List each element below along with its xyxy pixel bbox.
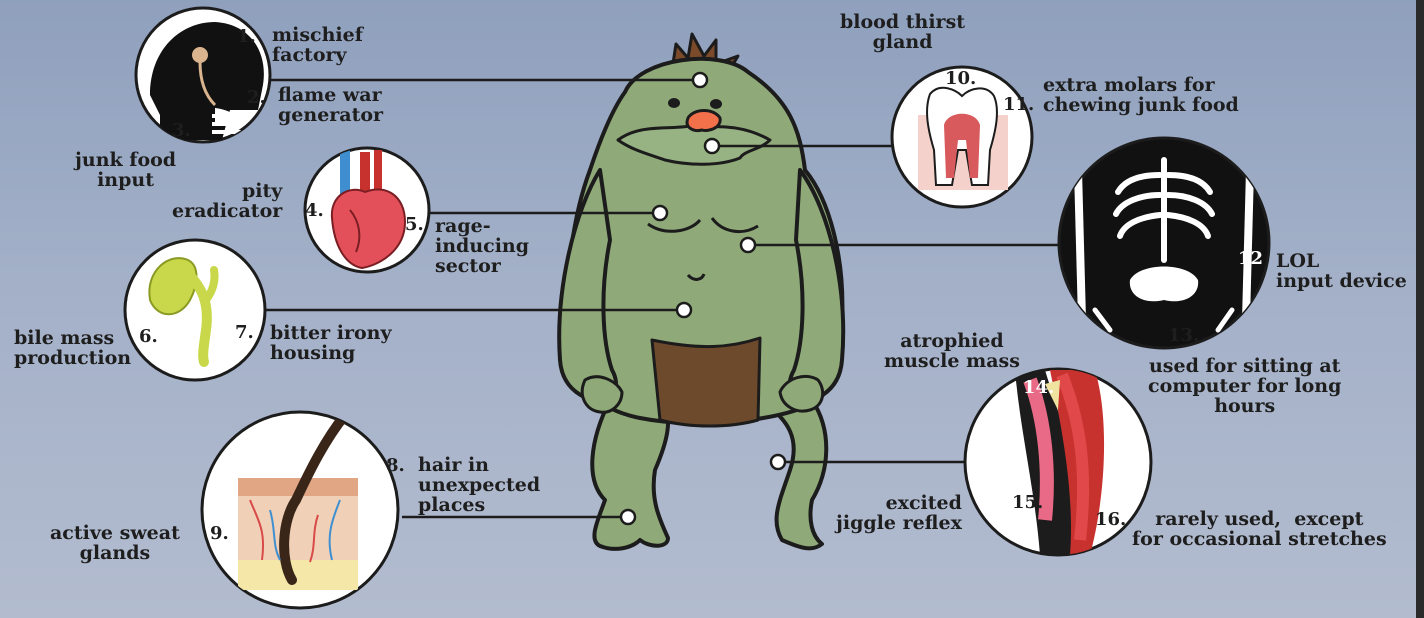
number-3: 3. bbox=[172, 120, 191, 141]
number-15: 15. bbox=[1012, 492, 1043, 513]
number-16: 16. bbox=[1095, 509, 1126, 530]
label-junk-food-input: junk food input bbox=[75, 150, 176, 190]
label-used-for-sitting: used for sitting at computer for long ho… bbox=[1148, 356, 1341, 416]
label-bile-mass-production: bile mass production bbox=[14, 328, 131, 368]
label-lol-input-device: LOL input device bbox=[1276, 251, 1407, 291]
number-12: 12 bbox=[1238, 248, 1263, 269]
label-extra-molars: extra molars for chewing junk food bbox=[1043, 75, 1239, 115]
label-rarely-used: rarely used, except for occasional stret… bbox=[1132, 509, 1387, 549]
right-frame-border bbox=[1416, 0, 1424, 618]
number-9: 9. bbox=[210, 523, 229, 544]
label-hair-in-unexpected-places: hair in unexpected places bbox=[418, 455, 540, 515]
label-mischief-factory: mischief factory bbox=[272, 25, 363, 65]
label-active-sweat-glands: active sweat glands bbox=[50, 523, 180, 563]
number-6: 6. bbox=[139, 326, 158, 347]
xray-circle bbox=[1059, 138, 1269, 348]
number-14: 14. bbox=[1023, 377, 1054, 398]
troll-right-eye bbox=[710, 99, 722, 109]
number-2: 2. bbox=[247, 87, 266, 108]
number-4: 4. bbox=[305, 200, 324, 221]
troll-nose bbox=[687, 111, 720, 131]
label-pity-eradicator: pity eradicator bbox=[172, 181, 282, 221]
label-bitter-irony-housing: bitter irony housing bbox=[270, 323, 392, 363]
gallbladder-circle bbox=[125, 240, 265, 380]
number-11: 11. bbox=[1003, 94, 1034, 115]
troll-loincloth bbox=[652, 338, 760, 426]
number-7: 7. bbox=[235, 322, 254, 343]
troll-right-leg bbox=[760, 400, 826, 548]
number-10: 10. bbox=[945, 68, 976, 89]
label-excited-jiggle-reflex: excited jiggle reflex bbox=[836, 493, 962, 533]
label-atrophied-muscle-mass: atrophied muscle mass bbox=[884, 331, 1020, 371]
number-1: 1. bbox=[237, 26, 256, 47]
number-8: 8. bbox=[386, 455, 405, 476]
number-5: 5. bbox=[405, 214, 424, 235]
label-blood-thirst-gland: blood thirst gland bbox=[840, 12, 965, 52]
troll-left-eye bbox=[668, 98, 680, 108]
troll-figure bbox=[559, 34, 843, 549]
number-13: 13. bbox=[1168, 325, 1199, 346]
skin-circle bbox=[202, 412, 398, 608]
troll-right-hand bbox=[780, 376, 823, 411]
label-flame-war-generator: flame war generator bbox=[278, 85, 383, 125]
label-rage-inducing-sector: rage- inducing sector bbox=[435, 216, 529, 276]
